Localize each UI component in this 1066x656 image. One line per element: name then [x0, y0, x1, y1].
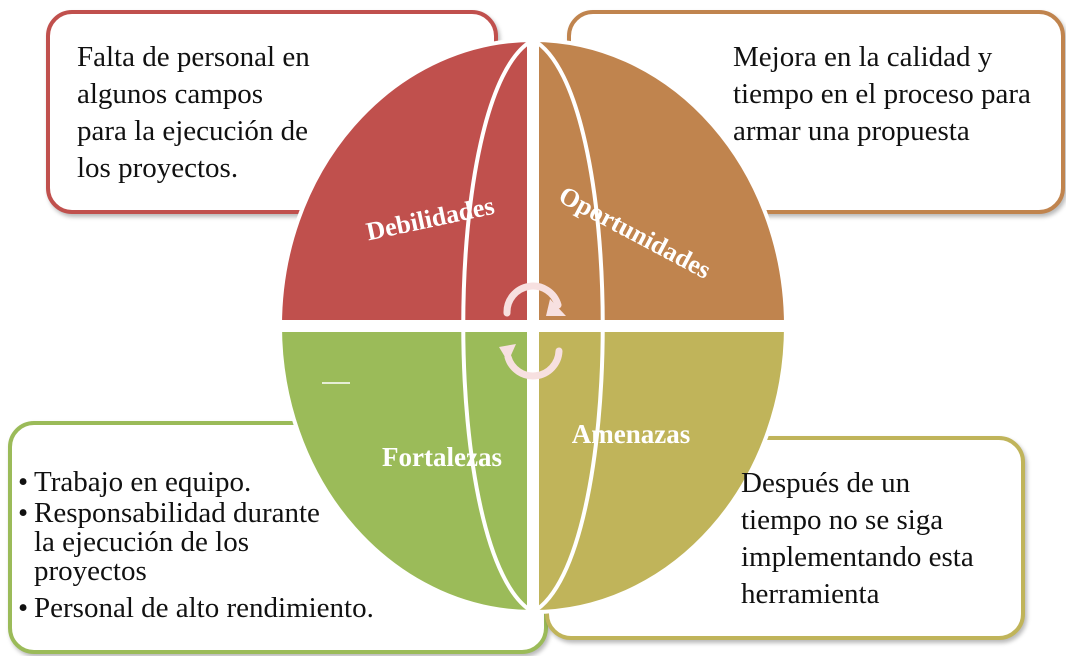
fortaleza-item-line: Personal de alto rendimiento.: [34, 592, 374, 624]
oportunidades-text-line: armar una propuesta: [733, 115, 970, 147]
debilidades-text-line: algunos campos: [77, 78, 264, 110]
oportunidades-text: Mejora en la calidad y tiempo en el proce…: [733, 39, 1031, 150]
oportunidades-text-line: Mejora en la calidad y: [733, 41, 993, 73]
debilidades-text: Falta de personal en algunos campos para l…: [77, 39, 310, 187]
fortalezas-label: Fortalezas: [382, 442, 502, 472]
cycle-arrows-icon: [499, 282, 566, 380]
fortaleza-item-line: proyectos: [34, 555, 147, 587]
fortalezas-list: Trabajo en equipo.Responsabilidad durant…: [18, 465, 374, 625]
debilidades-text-line: Falta de personal en: [77, 41, 310, 73]
amenazas-text: Después de un tiempo no se siga implementa…: [741, 465, 974, 613]
amenazas-text-line: Después de un: [741, 467, 911, 499]
fortaleza-item-line: Responsabilidad durante: [34, 497, 320, 529]
fortaleza-item: Personal de alto rendimiento.: [18, 591, 374, 625]
debilidades-text-line: para la ejecución de: [77, 115, 309, 147]
fortaleza-item: Trabajo en equipo.: [18, 465, 374, 499]
oportunidades-text-line: tiempo en el proceso para: [733, 78, 1031, 110]
amenazas-text-line: implementando esta: [741, 541, 974, 573]
amenazas-text-line: tiempo no se siga: [741, 504, 944, 536]
amenazas-text-line: herramienta: [741, 578, 880, 610]
fortaleza-item-line: la ejecución de los: [34, 526, 249, 558]
amenazas-label: Amenazas: [572, 419, 690, 449]
fortaleza-item-line: Trabajo en equipo.: [34, 466, 252, 498]
debilidades-text-line: los proyectos.: [77, 152, 239, 184]
